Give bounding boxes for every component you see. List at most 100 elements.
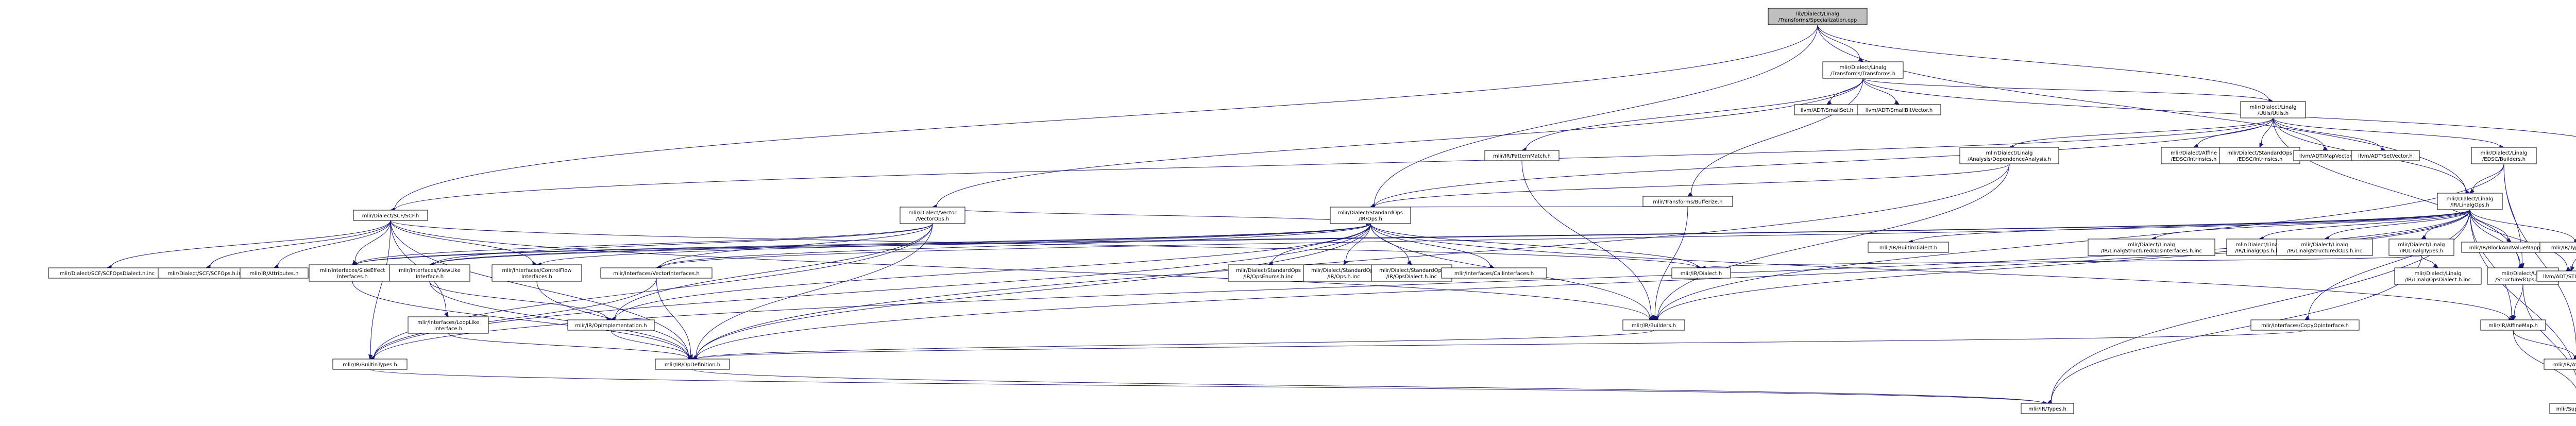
graph-node-mlir-dialect-linalg-utils-utils-h[interactable]: mlir/Dialect/Linalg/Utils/Utils.h (2240, 101, 2306, 118)
node-label: mlir/IR/Types.h (2028, 406, 2066, 412)
node-box (2394, 267, 2482, 285)
edge-arrowhead (1406, 260, 1412, 265)
graph-node-mlir-dialect-standardops-edsc-intrinsics-h[interactable]: mlir/Dialect/StandardOps/EDSC/Intrinsics… (2219, 147, 2300, 164)
include-edge (931, 78, 1863, 209)
edge-line (696, 223, 933, 357)
graph-node-mlir-ir-types-h[interactable]: mlir/IR/Types.h (2021, 403, 2074, 414)
graph-node-mlir-transforms-bufferize-h[interactable]: mlir/Transforms/Bufferize.h (1642, 196, 1733, 207)
node-label: mlir/Dialect/Linalg (2128, 242, 2175, 248)
graph-node-mlir-dialect-linalg-ir-linalgops-h[interactable]: mlir/Dialect/Linalg/IR/LinalgOps.h (2437, 193, 2503, 210)
graph-node-mlir-ir-dialect-h[interactable]: mlir/IR/Dialect.h (1671, 267, 1731, 279)
edge-line (2469, 209, 2512, 316)
edge-line (2261, 117, 2274, 144)
graph-node-mlir-dialect-scf-scf-h[interactable]: mlir/Dialect/SCF/SCF.h (353, 210, 428, 221)
graph-node-mlir-ir-builtindialect-h[interactable]: mlir/IR/BuiltinDialect.h (1868, 242, 1949, 253)
graph-node-mlir-dialect-linalg-ir-linalgtypes-h[interactable]: mlir/Dialect/Linalg/IR/LinalgTypes.h (2388, 238, 2454, 256)
node-label: mlir/Dialect/StandardOps (1379, 268, 1444, 274)
graph-node-llvm-adt-smallset-h[interactable]: llvm/ADT/SmallSet.h (1794, 104, 1860, 115)
node-box (1822, 61, 1904, 79)
edge-line (1370, 223, 1698, 268)
edge-arrowhead (2573, 238, 2576, 243)
include-edge (273, 220, 391, 268)
node-label: mlir/Interfaces/LoopLike (417, 320, 479, 326)
graph-node-mlir-ir-opdefinition-h[interactable]: mlir/IR/OpDefinition.h (655, 359, 730, 370)
graph-node-mlir-dialect-vector-vectorops-h[interactable]: mlir/Dialect/Vector/VectorOps.h (900, 207, 965, 224)
graph-node-mlir-ir-patternmatch-h[interactable]: mlir/IR/PatternMatch.h (1484, 150, 1560, 161)
edge-arrowhead (2512, 315, 2517, 321)
node-box (1484, 150, 1560, 161)
include-edge (1369, 24, 1818, 208)
node-box (655, 359, 730, 370)
graph-node-llvm-adt-stlextras-h[interactable]: llvm/ADT/STLExtras.h (2536, 270, 2576, 282)
graph-node-mlir-interfaces-vectorinterfaces-h[interactable]: mlir/Interfaces/VectorInterfaces.h (600, 267, 713, 279)
node-label: /EDSC/Intrinsics.h (2171, 157, 2217, 162)
node-box (1959, 147, 2059, 164)
include-edge (1862, 78, 2274, 104)
graph-node-mlir-ir-typeutilities-h[interactable]: mlir/IR/TypeUtilities.h (2539, 242, 2576, 253)
node-box (2437, 193, 2503, 210)
node-label: mlir/IR/BlockAndValueMapping.h (2469, 245, 2553, 251)
graph-node-llvm-adt-setvector-h[interactable]: llvm/ADT/SetVector.h (2351, 150, 2420, 161)
graph-node-mlir-dialect-linalg-edsc-builders-h[interactable]: mlir/Dialect/Linalg/EDSC/Builders.h (2471, 147, 2537, 164)
graph-node-mlir-dialect-standardops-ir-opsdialect-h-inc[interactable]: mlir/Dialect/StandardOps/IR/OpsDialect.h… (1371, 264, 1452, 282)
graph-node-mlir-ir-builtintypes-h[interactable]: mlir/IR/BuiltinTypes.h (332, 359, 408, 370)
node-label: /IR/OpsEnums.h.inc (1243, 274, 1293, 280)
edge-line (1817, 24, 2269, 101)
graph-node-mlir-ir-blockandvaluemapping-h[interactable]: mlir/IR/BlockAndValueMapping.h (2461, 242, 2561, 253)
graph-node-mlir-dialect-linalg-ir-linalgstructuredops-h-inc[interactable]: mlir/Dialect/Linalg/IR/LinalgStructuredO… (2276, 238, 2373, 256)
graph-node-mlir-ir-opimplementation-h[interactable]: mlir/IR/OpImplementation.h (567, 319, 655, 331)
node-label: mlir/Interfaces/ViewLike (399, 268, 461, 274)
graph-node-mlir-dialect-affine-edsc-intrinsics-h[interactable]: mlir/Dialect/Affine/EDSC/Intrinsics.h (2161, 147, 2227, 164)
edge-line (615, 223, 933, 319)
graph-node-mlir-dialect-scf-scfopsdialect-h-inc[interactable]: mlir/Dialect/SCF/SCFOpsDialect.h.inc (48, 267, 166, 279)
graph-node-mlir-ir-attributes-h[interactable]: mlir/IR/Attributes.h (240, 267, 309, 279)
graph-nodes: lib/Dialect/Linalg/Transforms/Specializa… (48, 8, 2576, 414)
graph-node-llvm-adt-smallbitvector-h[interactable]: llvm/ADT/SmallBitVector.h (1857, 104, 1941, 115)
graph-node-mlir-dialect-linalg-analysis-dependenceanalysis-h[interactable]: mlir/Dialect/Linalg/Analysis/DependenceA… (1959, 147, 2059, 164)
edge-line (1374, 163, 2010, 207)
edge-arrowhead (1343, 260, 1348, 266)
node-box (1768, 8, 1868, 25)
graph-node-mlir-interfaces-copyopinterface-h[interactable]: mlir/Interfaces/CopyOpInterface.h (2250, 319, 2360, 331)
node-label: mlir/Interfaces/VectorInterfaces.h (613, 271, 700, 277)
edge-line (2155, 209, 2470, 239)
edge-line (1654, 206, 1688, 316)
edge-line (2013, 117, 2274, 147)
include-edge (369, 209, 2470, 361)
graph-node-lib-dialect-linalg-transforms-specialization-cpp[interactable]: lib/Dialect/Linalg/Transforms/Specializa… (1768, 8, 1868, 25)
graph-node-mlir-ir-affineexpr-h[interactable]: mlir/IR/AffineExpr.h (2544, 359, 2576, 370)
include-edge (655, 223, 1371, 270)
edge-line (433, 209, 2470, 265)
node-label: mlir/Dialect/Linalg (2480, 150, 2527, 156)
include-edge (390, 220, 1702, 270)
edge-line (656, 278, 691, 355)
include-edge (389, 24, 1818, 212)
graph-node-mlir-dialect-linalg-ir-linalgstructuredopsinterfaces-h-inc[interactable]: mlir/Dialect/Linalg/IR/LinalgStructuredO… (2088, 238, 2215, 256)
include-edge (2273, 117, 2386, 151)
graph-node-mlir-interfaces-callinterfaces-h[interactable]: mlir/Interfaces/CallInterfaces.h (1441, 267, 1547, 279)
node-label: mlir/IR/TypeUtilities.h (2551, 245, 2576, 251)
node-label: /Transforms/Transforms.h (1831, 71, 1895, 77)
graph-node-mlir-dialect-standardops-ir-opsenums-h-inc[interactable]: mlir/Dialect/StandardOps/IR/OpsEnums.h.i… (1228, 264, 1309, 282)
graph-node-mlir-ir-affinemap-h[interactable]: mlir/IR/AffineMap.h (2480, 319, 2546, 331)
node-label: mlir/IR/BuiltinTypes.h (343, 362, 397, 368)
edge-line (936, 78, 1863, 207)
graph-node-mlir-dialect-linalg-transforms-transforms-h[interactable]: mlir/Dialect/Linalg/Transforms/Transform… (1822, 61, 1904, 79)
edge-line (1521, 160, 1652, 317)
graph-node-mlir-dialect-scf-scfops-h-inc[interactable]: mlir/Dialect/SCF/SCFOps.h.inc (158, 267, 255, 279)
include-edge (2273, 117, 2505, 149)
edge-line (1374, 117, 2274, 207)
edge-arrowhead (1826, 100, 1832, 105)
graph-node-mlir-support-llvm-h[interactable]: mlir/Support/LLVM.h (2549, 403, 2576, 414)
graph-node-mlir-ir-builders-h[interactable]: mlir/IR/Builders.h (1622, 319, 1685, 331)
graph-node-mlir-dialect-linalg-ir-linalgopsdialect-h-inc[interactable]: mlir/Dialect/Linalg/IR/LinalgOpsDialect.… (2394, 267, 2482, 285)
graph-node-mlir-dialect-standardops-ir-ops-h[interactable]: mlir/Dialect/StandardOps/IR/Ops.h (1330, 207, 1411, 224)
node-label: mlir/IR/Attributes.h (250, 271, 299, 277)
node-box (600, 267, 713, 279)
node-label: mlir/IR/AffineMap.h (2488, 323, 2538, 329)
edge-line (433, 223, 933, 265)
